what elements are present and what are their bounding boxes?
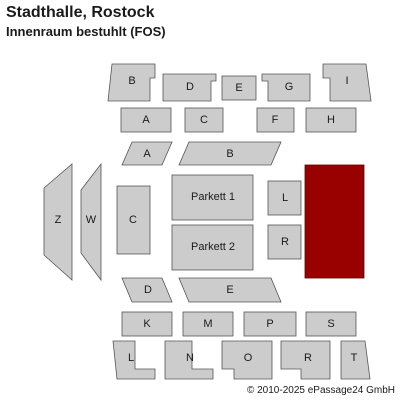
section-z[interactable]: Z <box>43 163 73 281</box>
section-c-side[interactable]: C <box>116 185 151 255</box>
copyright-notice: © 2010-2025 ePassage24 GmbH <box>246 385 395 396</box>
section-parkett-1[interactable]: Parkett 1 <box>171 174 254 221</box>
section-c-row2[interactable]: C <box>184 107 224 133</box>
section-i-upper[interactable]: I <box>322 63 372 102</box>
section-a-floor[interactable]: A <box>121 141 173 166</box>
section-e-floor[interactable]: E <box>178 277 282 303</box>
section-l-bottom[interactable]: L <box>112 340 156 380</box>
section-r-side[interactable]: R <box>267 224 302 260</box>
section-t[interactable]: T <box>340 340 371 380</box>
venue-subtitle: Innenraum bestuhlt (FOS) <box>6 24 166 39</box>
section-p[interactable]: P <box>243 311 297 337</box>
section-l-side[interactable]: L <box>267 180 302 216</box>
section-a-row2[interactable]: A <box>120 107 172 133</box>
section-f-row2[interactable]: F <box>256 107 295 133</box>
section-b-floor[interactable]: B <box>178 141 282 166</box>
section-k[interactable]: K <box>121 311 173 337</box>
section-g-upper[interactable]: G <box>261 73 311 102</box>
section-e-upper[interactable]: E <box>221 75 257 101</box>
section-o[interactable]: O <box>221 340 273 380</box>
section-b-upper[interactable]: B <box>107 63 156 102</box>
section-w[interactable]: W <box>80 162 102 282</box>
section-parkett-2[interactable]: Parkett 2 <box>171 224 254 271</box>
section-d-upper[interactable]: D <box>162 73 217 102</box>
section-n[interactable]: N <box>164 340 214 380</box>
section-s[interactable]: S <box>305 311 357 337</box>
section-d-floor[interactable]: D <box>121 277 173 303</box>
section-r-bottom[interactable]: R <box>280 340 331 380</box>
section-h-row2[interactable]: H <box>305 107 357 133</box>
section-m[interactable]: M <box>182 311 234 337</box>
venue-title: Stadthalle, Rostock <box>6 4 155 21</box>
stage <box>304 164 365 279</box>
